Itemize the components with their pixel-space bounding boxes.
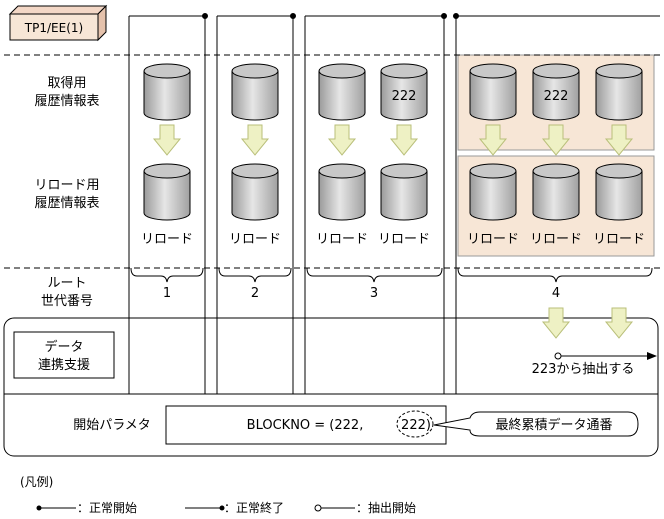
down-arrow	[604, 124, 634, 156]
down-arrow	[327, 124, 357, 156]
extract-note: 223から抽出する	[532, 362, 635, 377]
generation-braces	[130, 267, 653, 283]
normal-end-dot	[202, 13, 208, 19]
cylinder-number: 222	[392, 89, 417, 104]
extract-start-dot	[554, 352, 562, 360]
cylinder-number: 222	[544, 89, 569, 104]
acquire-history-cylinder	[143, 63, 191, 121]
circled-value-ring	[396, 410, 434, 438]
reload-table-label-1: リロード用	[34, 178, 99, 193]
normal-end-dot	[441, 13, 447, 19]
generation-4: 4	[552, 286, 560, 301]
reload-table-label-2: 履歴情報表	[34, 196, 99, 211]
reload-history-cylinder	[532, 163, 580, 221]
reload-labels: リロードリロードリロードリロードリロードリロードリロード	[141, 232, 645, 247]
legend-extract-start-text: ：抽出開始	[356, 501, 416, 515]
param-text: BLOCKNO = (222,	[247, 418, 364, 433]
reload-label: リロード	[316, 232, 368, 247]
reload-history-cylinder	[143, 163, 191, 221]
timeline-spans	[129, 13, 660, 19]
down-arrow	[389, 124, 419, 156]
normal-end-dot	[290, 13, 296, 19]
acquire-history-cylinder	[469, 63, 517, 121]
title-box-text: TP1/EE(1)	[24, 21, 83, 35]
reload-label: リロード	[141, 232, 193, 247]
reload-label: リロード	[378, 232, 430, 247]
callout-bubble	[433, 411, 639, 437]
callout-text: 最終累積データ通番	[495, 417, 612, 433]
extract-timeline	[554, 352, 657, 360]
title-box: TP1/EE(1)	[8, 4, 108, 42]
reload-history-cylinder	[595, 163, 643, 221]
reload-label: リロード	[467, 232, 519, 247]
acquire-label-2: 履歴情報表	[34, 94, 99, 109]
data-link-area	[3, 317, 659, 457]
start-param-label: 開始パラメタ	[73, 418, 151, 433]
timelines	[128, 16, 457, 394]
generation-3: 3	[370, 286, 378, 301]
param-text-circled: 222)	[401, 418, 431, 433]
acquire-history-cylinder: 222	[380, 63, 428, 121]
down-arrow-to-data-link	[541, 307, 571, 339]
legend-extract-start: ：抽出開始	[314, 501, 416, 515]
acquire-history-cylinder: 222	[532, 63, 580, 121]
reload-history-cylinder	[469, 163, 517, 221]
legend-normal-start-text: ：正常開始	[77, 501, 137, 515]
down-arrow	[478, 124, 508, 156]
database-cylinders: 222 222	[143, 63, 643, 221]
down-arrow	[152, 124, 182, 156]
legend-normal-end-text: ：正常終了	[224, 500, 284, 515]
down-arrow	[240, 124, 270, 156]
reload-label: リロード	[593, 232, 645, 247]
route-label-1: ルート	[47, 276, 86, 291]
route-label-2: 世代番号	[41, 294, 93, 309]
legend-normal-start: ：正常開始	[36, 501, 137, 515]
legend-title: (凡例)	[20, 475, 53, 489]
flow-arrows	[152, 124, 634, 339]
generation-1: 1	[163, 286, 171, 301]
acquire-history-cylinder	[231, 63, 279, 121]
acquire-history-cylinder	[318, 63, 366, 121]
reload-history-cylinder	[231, 163, 279, 221]
param-box	[165, 405, 447, 445]
legend-normal-end: ：正常終了	[185, 500, 284, 515]
data-link-label-1: データ	[44, 339, 83, 355]
data-link-label-2: 連携支援	[38, 357, 90, 373]
down-arrow-to-data-link	[604, 307, 634, 339]
down-arrow	[541, 124, 571, 156]
reload-label: リロード	[229, 232, 281, 247]
data-link-box	[13, 331, 115, 379]
reload-label: リロード	[530, 232, 582, 247]
acquire-label-1: 取得用	[47, 75, 86, 91]
reload-history-cylinder	[380, 163, 428, 221]
acquire-history-cylinder	[595, 63, 643, 121]
generation-2: 2	[251, 286, 259, 301]
reload-history-cylinder	[318, 163, 366, 221]
